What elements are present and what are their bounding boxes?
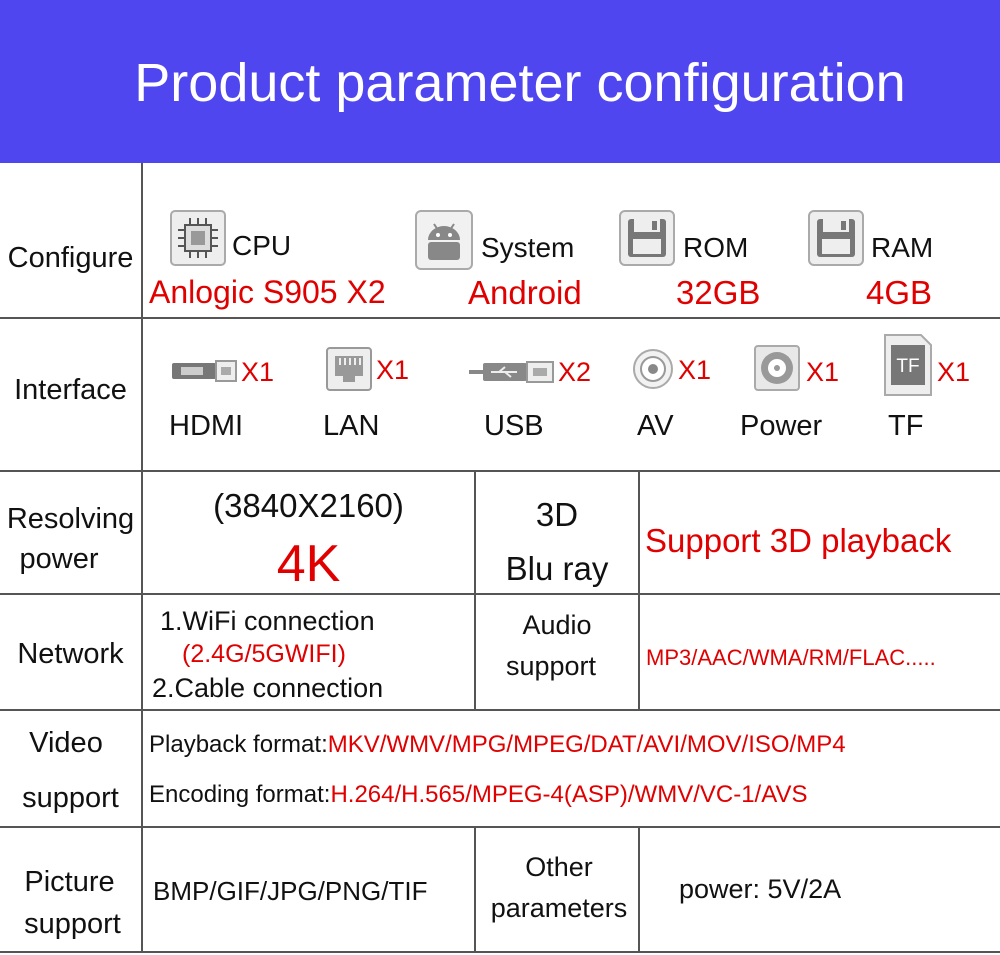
row-divider — [0, 317, 1000, 319]
column-divider — [474, 470, 476, 709]
system-name: System — [481, 232, 575, 263]
encoding-format: Encoding format:H.264/H.565/MPEG-4(ASP)/… — [149, 781, 807, 809]
row-divider — [0, 470, 1000, 472]
power-port-icon — [754, 345, 800, 391]
lan-port-icon — [326, 347, 372, 391]
row-label-picture-line1: Picture — [24, 866, 115, 898]
picture-formats: BMP/GIF/JPG/PNG/TIF — [153, 876, 428, 906]
row-label-interface: Interface — [14, 374, 127, 406]
row-label-resolving-line1: Resolving — [6, 503, 135, 535]
column-divider — [141, 163, 143, 953]
3d-label: 3D — [535, 496, 579, 533]
playback-format-value: MKV/WMV/MPG/MPEG/DAT/AVI/MOV/ISO/MP4 — [327, 731, 846, 758]
hdmi-label: HDMI — [169, 410, 244, 442]
row-label-video-line2: support — [22, 782, 119, 814]
av-qty: X1 — [678, 355, 712, 385]
row-divider — [0, 951, 1000, 953]
row-label-network: Network — [17, 638, 124, 670]
row-divider — [0, 709, 1000, 711]
row-divider — [0, 593, 1000, 595]
row-label-resolving-line2: power — [19, 543, 99, 575]
ram-name: RAM — [871, 232, 934, 263]
parameters-label: parameters — [490, 893, 628, 923]
row-label-picture-line2: support — [24, 908, 121, 940]
rom-name: ROM — [683, 232, 749, 263]
hdmi-qty: X1 — [241, 357, 275, 387]
playback-format-label: Playback format: — [149, 731, 328, 758]
usb-qty: X2 — [558, 357, 592, 387]
tf-qty: X1 — [937, 357, 971, 387]
resolution-4k: 4K — [276, 535, 341, 593]
resolution-value: (3840X2160) — [213, 487, 404, 524]
3d-playback-value: Support 3D playback — [645, 522, 952, 559]
encoding-format-label: Encoding format: — [149, 781, 331, 808]
power-label: Power — [740, 410, 823, 442]
system-value: Android — [468, 274, 582, 311]
playback-format: Playback format:MKV/WMV/MPG/MPEG/DAT/AVI… — [149, 731, 846, 759]
av-label: AV — [637, 410, 674, 442]
row-label-video-line1: Video — [29, 727, 103, 759]
row-divider — [0, 826, 1000, 828]
cpu-name: CPU — [232, 230, 292, 261]
floppy-disk-icon — [619, 210, 675, 266]
column-divider — [474, 826, 476, 951]
ram-value: 4GB — [866, 274, 933, 311]
wifi-bands: (2.4G/5GWIFI) — [182, 640, 346, 668]
lan-label: LAN — [323, 410, 380, 442]
floppy-disk-icon — [808, 210, 864, 266]
column-divider — [638, 470, 640, 709]
wifi-connection: 1.WiFi connection — [160, 606, 375, 636]
tf-card-icon: TF — [884, 334, 932, 396]
cpu-value: Anlogic S905 X2 — [149, 274, 386, 310]
row-label-configure: Configure — [7, 242, 134, 274]
other-label: Other — [525, 852, 593, 882]
audio-formats: MP3/AAC/WMA/RM/FLAC..... — [646, 645, 936, 670]
audio-label: Audio — [522, 610, 592, 640]
android-icon — [415, 210, 473, 270]
tf-card-icon-text: TF — [896, 356, 919, 377]
header-banner — [0, 0, 1000, 163]
audio-support-label: support — [505, 651, 597, 681]
rom-value: 32GB — [676, 274, 761, 311]
usb-port-icon — [469, 361, 554, 383]
blu-ray-label: Blu ray — [505, 550, 609, 587]
tf-label: TF — [888, 410, 924, 442]
power-spec: power: 5V/2A — [679, 874, 842, 904]
encoding-format-value: H.264/H.565/MPEG-4(ASP)/WMV/VC-1/AVS — [330, 781, 808, 808]
column-divider — [638, 826, 640, 951]
lan-qty: X1 — [376, 355, 410, 385]
hdmi-port-icon — [172, 360, 237, 382]
cable-connection: 2.Cable connection — [152, 673, 384, 703]
page-title: Product parameter configuration — [134, 53, 906, 113]
cpu-chip-icon — [170, 210, 226, 266]
av-port-icon — [633, 349, 673, 389]
power-qty: X1 — [806, 357, 840, 387]
usb-label: USB — [484, 410, 544, 442]
